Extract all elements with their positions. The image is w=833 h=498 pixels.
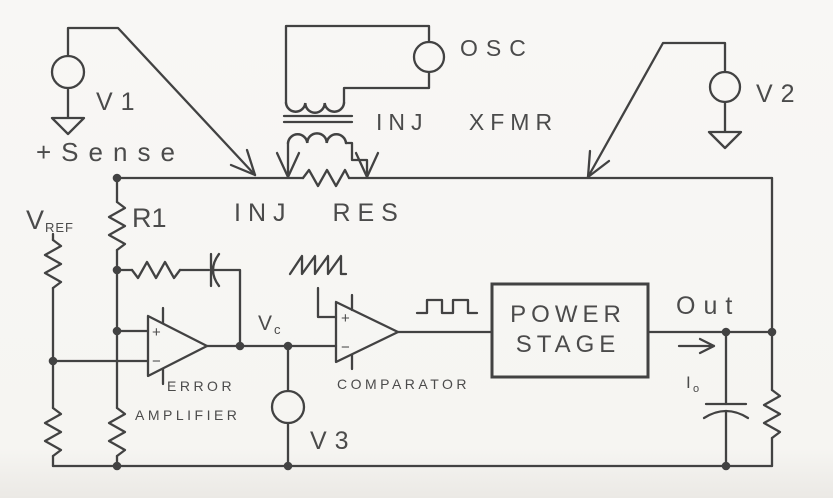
power-stage: POWER STAGE: [490, 282, 650, 379]
inj-res-label: INJ RES: [234, 199, 405, 227]
osc-source-icon: [412, 40, 446, 74]
io-current-arrow-icon: [677, 337, 716, 355]
junction-dot: [721, 327, 731, 337]
sense-bus: INJ RES: [115, 168, 774, 227]
v2-label: V2: [756, 80, 803, 108]
comparator-triangle: [334, 300, 400, 364]
error-amp-plus-input: +: [152, 324, 161, 341]
v3-source: V3: [270, 344, 357, 468]
xfmr-primary-leads: [284, 24, 431, 105]
osc-label: OSC: [460, 35, 534, 61]
feedback-wire: [115, 268, 242, 348]
output-network: Out I o: [646, 176, 782, 468]
vref-label: V: [26, 205, 44, 235]
v2-voltage-source-icon: [708, 70, 742, 104]
r1-lower-resistor: [107, 406, 127, 458]
sense-label: +Sense: [36, 137, 185, 167]
xfmr-core: [282, 114, 354, 124]
output-capacitor-icon: [702, 402, 750, 420]
load-resistor: [762, 388, 782, 440]
junction-dot: [112, 461, 122, 471]
square-wave-icon: [415, 298, 479, 315]
v3-voltage-source-icon: [270, 389, 306, 425]
v2-source: V2: [586, 41, 803, 179]
v1-ground-icon: [50, 86, 86, 136]
comparator-label: COMPARATOR: [337, 376, 470, 392]
r1-resistor: [107, 200, 127, 252]
xfmr-secondary-coil: [286, 132, 348, 145]
junction-dot: [235, 341, 245, 351]
io-label: I: [686, 373, 691, 392]
junction-dot: [112, 326, 122, 336]
error-amp-minus-input: −: [152, 353, 161, 370]
junction-dot: [721, 461, 731, 471]
inj-xfmr-label: INJ XFMR: [376, 109, 558, 135]
v2-ground-icon: [707, 100, 743, 150]
junction-dot: [283, 461, 293, 471]
inj-res-resistor: [301, 168, 351, 188]
vc-label-subscript: c: [274, 322, 282, 337]
vref-lower-resistor: [43, 406, 63, 458]
junction-dot: [283, 341, 293, 351]
comparator: + − COMPARATOR: [288, 254, 494, 392]
v2-wire: [586, 41, 727, 179]
junction-dot: [112, 265, 122, 275]
error-amp-label-line2: AMPLIFIER: [135, 407, 240, 423]
vref-upper-resistor: [43, 238, 63, 290]
error-amplifier: + − ERROR AMPLIFIER V c: [135, 306, 338, 423]
sawtooth-waveform-icon: [288, 254, 348, 276]
vc-label: V: [258, 312, 272, 335]
error-amp-triangle: [146, 314, 209, 378]
comparator-minus-input: −: [341, 339, 350, 356]
xfmr-primary-coil: [284, 101, 346, 114]
vref-label-subscript: REF: [45, 220, 74, 235]
power-stage-box: [490, 282, 650, 379]
feedback-resistor: [130, 260, 182, 280]
error-amp-label-line1: ERROR: [167, 378, 235, 394]
r1-label: R1: [132, 203, 167, 233]
v3-label: V3: [310, 427, 357, 455]
junction-dot: [48, 356, 58, 366]
v1-voltage-source-icon: [50, 54, 86, 90]
v1-arrowhead: [229, 148, 257, 177]
power-stage-label-line1: POWER: [510, 301, 626, 328]
oscillator-injection-transformer: OSC INJ XFMR: [275, 24, 558, 179]
feedback-capacitor-icon: [209, 252, 221, 288]
junction-dot: [767, 327, 777, 337]
v1-wire: [66, 26, 257, 177]
junction-dots: [48, 173, 777, 471]
io-label-subscript: o: [693, 383, 699, 395]
comparator-plus-input-wire: [316, 286, 338, 319]
vref-divider: V REF: [26, 205, 150, 468]
vref-wire: [51, 232, 150, 468]
junction-dot: [112, 173, 122, 183]
comparator-plus-input: +: [341, 310, 350, 327]
v1-source: V1 +Sense: [36, 26, 257, 177]
v1-label: V1: [96, 88, 143, 116]
power-stage-label-line2: STAGE: [516, 331, 621, 358]
xfmr-secondary-leads: [286, 141, 369, 179]
out-label: Out: [676, 292, 740, 320]
